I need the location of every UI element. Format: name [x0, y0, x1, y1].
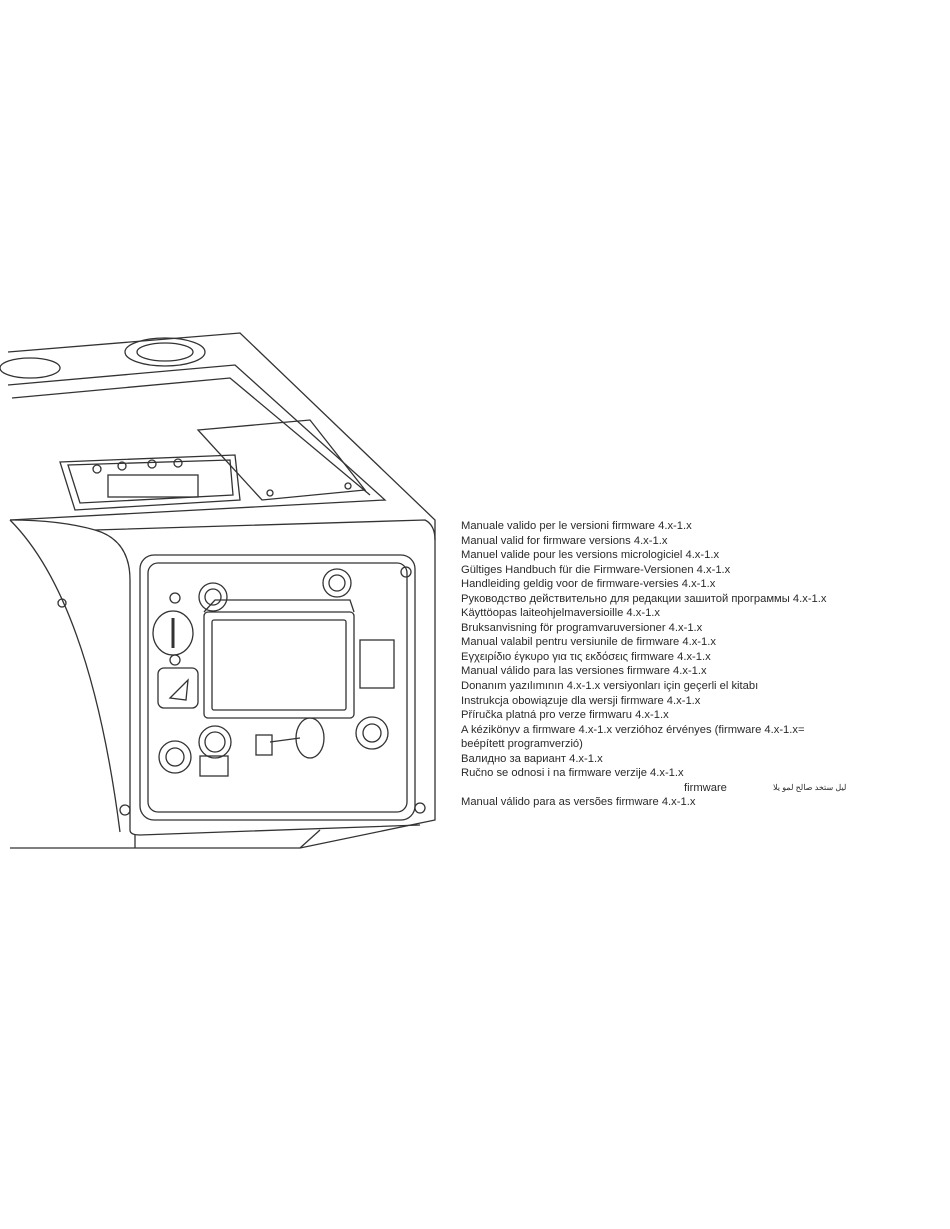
- text-line-portuguese: Manual válido para as versões firmware 4…: [461, 796, 696, 809]
- text-line-croatian: Ručno se odnosi i na firmware verzije 4.…: [461, 767, 684, 780]
- text-line-spanish: Manual válido para las versiones firmwar…: [461, 665, 707, 678]
- text-line-polish: Instrukcja obowiązuje dla wersji firmwar…: [461, 694, 701, 707]
- text-line-hungarian: A kézikönyv a firmware 4.x-1.x verzióhoz…: [461, 723, 805, 736]
- text-line-german: Gültiges Handbuch für die Firmware-Versi…: [461, 563, 731, 576]
- text-line-romanian: Manual valabil pentru versiunile de firm…: [461, 636, 716, 649]
- arabic-firmware-word: firmware: [684, 781, 727, 794]
- text-line-russian: Руководство действительно для редакции з…: [461, 592, 827, 605]
- text-line-dutch: Handleiding geldig voor de firmware-vers…: [461, 578, 716, 591]
- text-line-arabic: firmware ليل ستخد صالح لمو يلا: [461, 781, 881, 796]
- text-line-czech: Příručka platná pro verze firmwaru 4.x-1…: [461, 709, 669, 722]
- text-line-english: Manual valid for firmware versions 4.x-1…: [461, 534, 668, 547]
- text-line-turkish: Donanım yazılımının 4.x-1.x versiyonları…: [461, 680, 759, 693]
- arabic-text: ليل ستخد صالح لمو يلا: [773, 782, 847, 792]
- text-line-french: Manuel valide pour les versions microlog…: [461, 549, 720, 562]
- text-line-finnish: Käyttöopas laiteohjelmaversioille 4.x-1.…: [461, 607, 660, 620]
- text-line-greek: Εγχειρίδιο έγκυρο για τις εκδόσεις firmw…: [461, 650, 711, 663]
- firmware-validity-text: Manuale valido per le versioni firmware …: [461, 519, 881, 810]
- text-line-bulgarian: Валидно за вариант 4.x-1.x: [461, 752, 603, 765]
- text-line-hungarian-cont: beépített programverzió): [461, 738, 583, 751]
- pump-device-illustration: [0, 332, 436, 849]
- text-line-swedish: Bruksanvisning för programvaruversioner …: [461, 621, 703, 634]
- text-line-italian: Manuale valido per le versioni firmware …: [461, 520, 692, 532]
